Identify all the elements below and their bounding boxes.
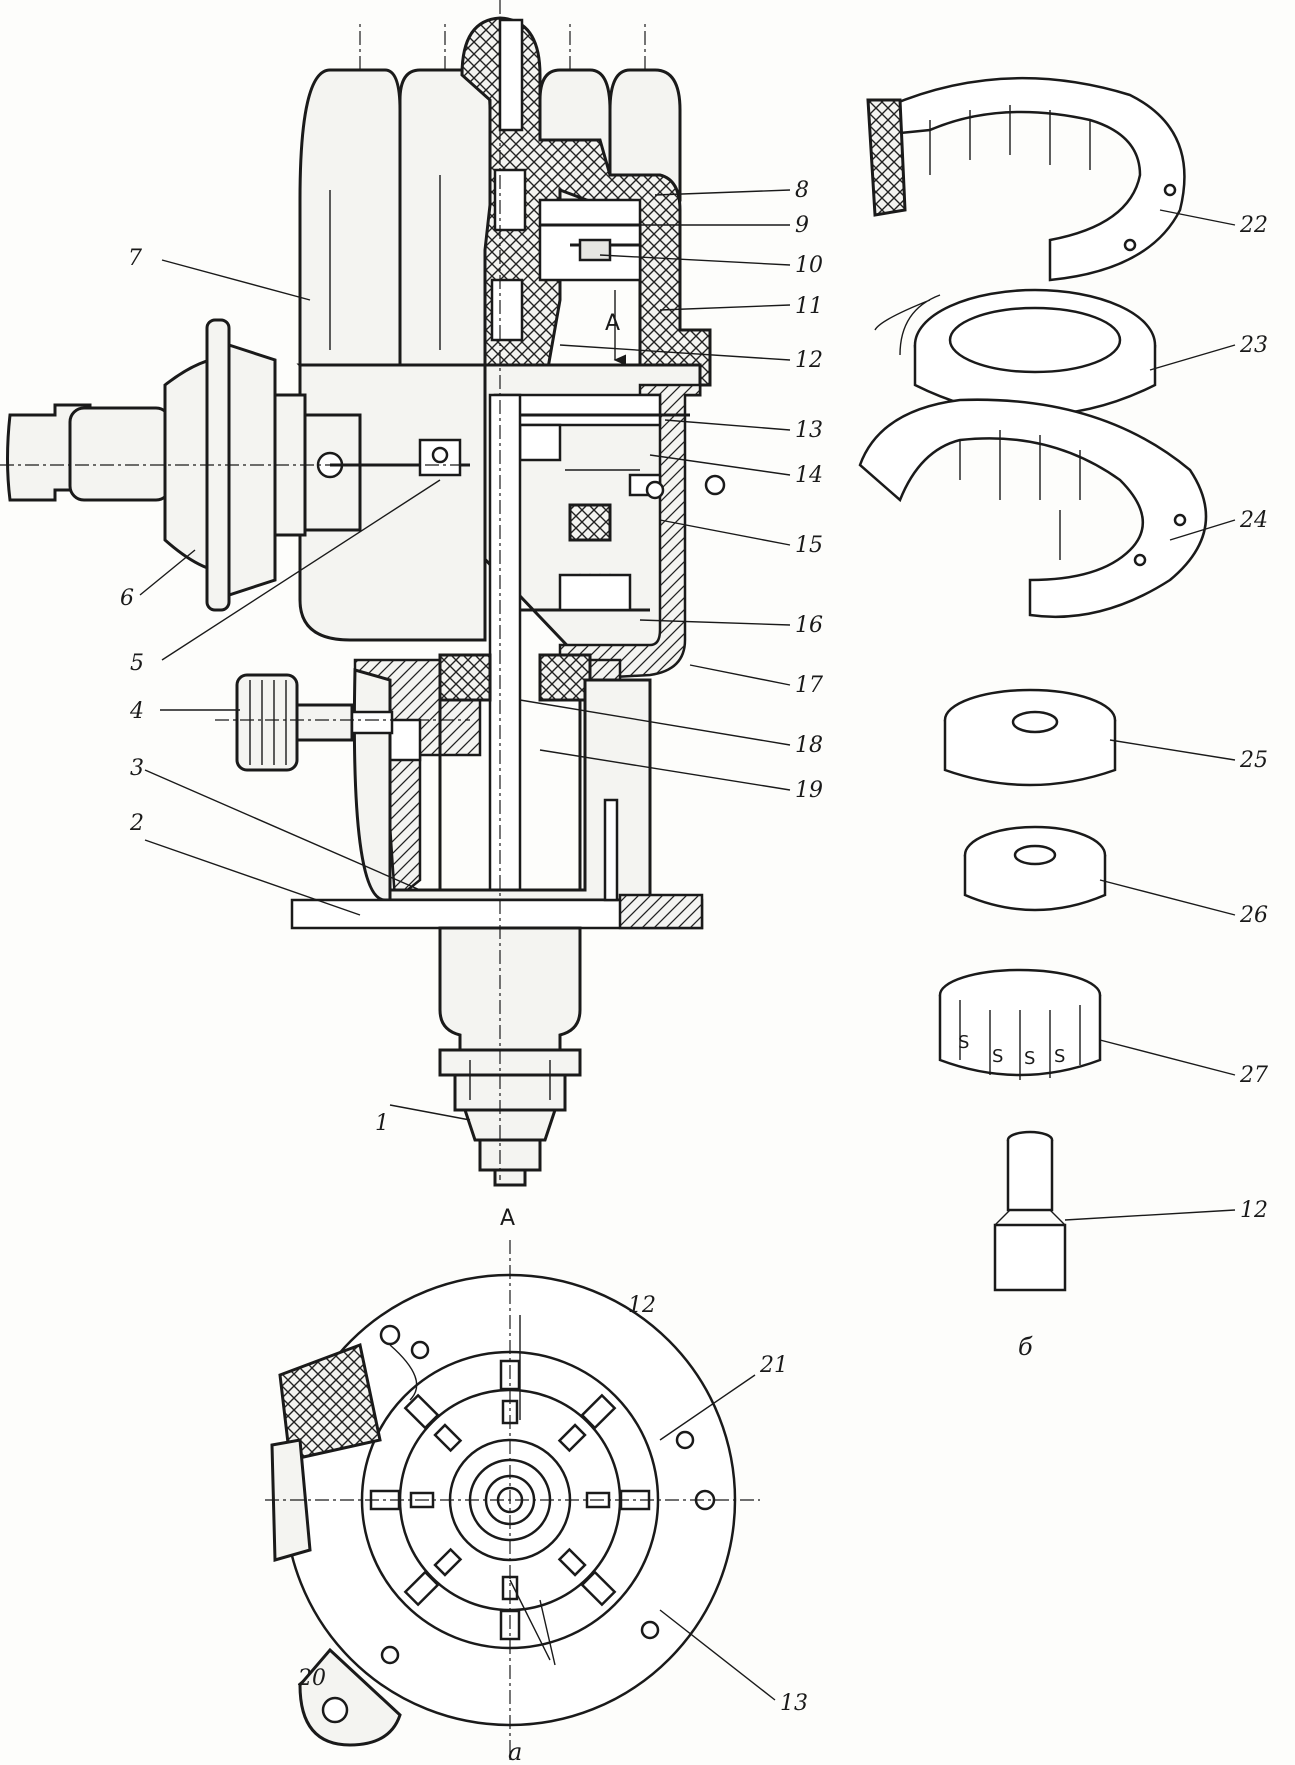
label-12-view-a: 12 xyxy=(628,1293,656,1318)
label-16: 16 xyxy=(795,613,823,638)
label-25: 25 xyxy=(1239,748,1268,773)
part-27 xyxy=(938,968,1102,1080)
label-12: 12 xyxy=(795,348,823,373)
label-8: 8 xyxy=(795,178,809,203)
label-5: 5 xyxy=(130,651,144,676)
part-24 xyxy=(858,398,1208,619)
stator-tooth xyxy=(580,1570,617,1607)
label-2: 2 xyxy=(129,811,144,836)
label-17: 17 xyxy=(795,673,823,698)
label-19: 19 xyxy=(795,778,823,803)
label-7: 7 xyxy=(128,246,142,271)
part-25 xyxy=(943,688,1117,787)
stator-tooth xyxy=(403,1393,440,1430)
label-15: 15 xyxy=(795,533,823,558)
stator-tooth xyxy=(433,1547,463,1577)
stator-letter-2: S xyxy=(992,1046,1003,1067)
shaft xyxy=(488,393,522,897)
label-1: 1 xyxy=(375,1111,389,1136)
stator-letter-1: S xyxy=(958,1032,969,1053)
label-9: 9 xyxy=(795,213,809,238)
stator-tooth xyxy=(580,1393,617,1430)
vacuum-unit xyxy=(6,318,470,612)
label-3: 3 xyxy=(130,756,144,781)
part-labels: 7 6 5 4 3 2 1 8 9 10 11 12 13 14 15 16 1… xyxy=(120,178,1268,1765)
main-sectional-view xyxy=(0,0,726,1187)
section-arrow-label: A xyxy=(605,311,620,336)
label-10: 10 xyxy=(795,253,823,278)
label-14: 14 xyxy=(795,463,823,488)
part-22 xyxy=(878,76,1186,282)
label-22: 22 xyxy=(1239,213,1268,238)
label-13: 13 xyxy=(795,418,823,443)
label-24: 24 xyxy=(1239,508,1268,533)
label-6: 6 xyxy=(120,586,134,611)
label-23: 23 xyxy=(1239,333,1268,358)
stator-tooth xyxy=(557,1423,587,1453)
octane-knob xyxy=(235,673,394,772)
stator-letter-3: S xyxy=(1024,1048,1035,1069)
label-12-exploded: 12 xyxy=(1240,1198,1268,1223)
stator-tooth xyxy=(557,1547,587,1577)
label-21: 21 xyxy=(759,1353,788,1378)
label-18: 18 xyxy=(795,733,823,758)
exploded-parts xyxy=(858,76,1208,1292)
label-27: 27 xyxy=(1239,1063,1268,1088)
part-23 xyxy=(874,288,1157,417)
view-a xyxy=(265,1240,760,1760)
caption-a: а xyxy=(508,1738,522,1765)
view-a-title: A xyxy=(500,1206,515,1231)
label-20: 20 xyxy=(297,1666,326,1691)
part-12-pin xyxy=(993,1130,1067,1292)
stator-letter-4: S xyxy=(1054,1046,1065,1067)
label-11: 11 xyxy=(795,294,823,319)
label-13-view-a: 13 xyxy=(780,1691,808,1716)
leader-lines xyxy=(139,189,1236,1701)
label-4: 4 xyxy=(129,699,144,724)
part-26 xyxy=(963,825,1107,912)
stator-tooth xyxy=(403,1570,440,1607)
stator-tooth xyxy=(433,1423,463,1453)
label-26: 26 xyxy=(1239,903,1268,928)
caption-b: б xyxy=(1018,1333,1033,1361)
